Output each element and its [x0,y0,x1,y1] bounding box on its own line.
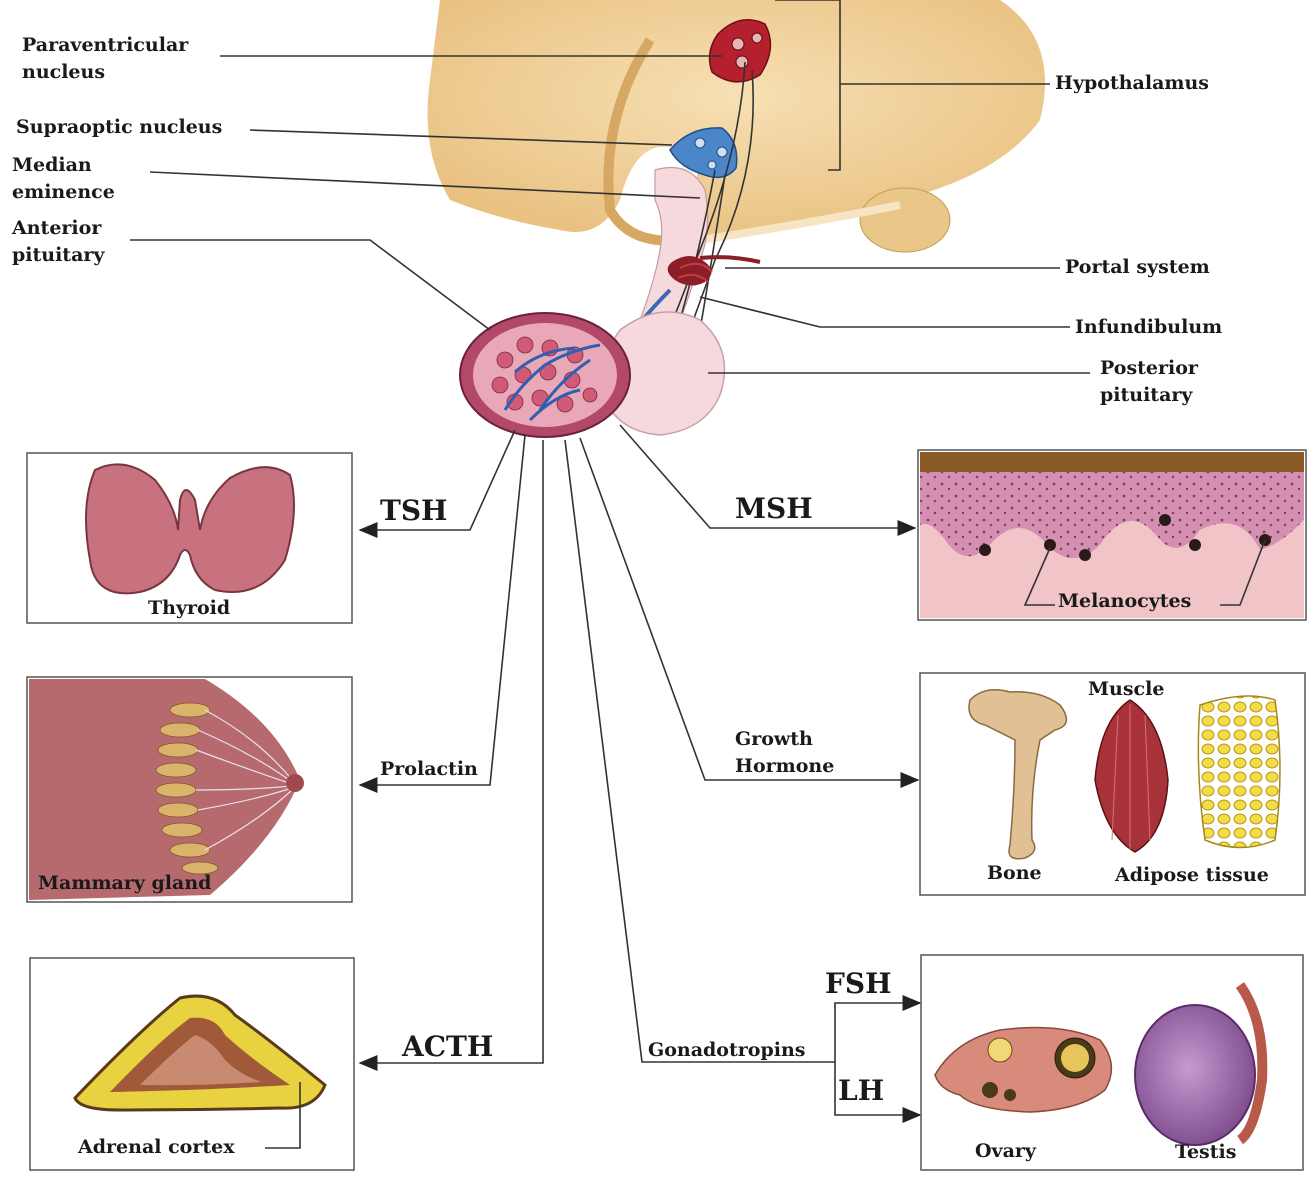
target-thyroid: Thyroid [148,597,230,619]
adipose-image [1198,696,1280,848]
hormone-prolactin: Prolactin [380,758,478,780]
target-bone: Bone [987,862,1042,884]
hormone-msh: MSH [735,492,813,525]
label-posterior-2: pituitary [1100,384,1193,406]
label-infundibulum: Infundibulum [1075,316,1222,338]
hormone-growth-1: Growth [735,728,813,750]
mammary-panel: Mammary gland [27,677,352,902]
label-median-2: eminence [12,181,115,203]
target-adipose: Adipose tissue [1114,864,1269,886]
target-adrenal: Adrenal cortex [77,1136,235,1158]
target-melanocytes: Melanocytes [1058,590,1191,612]
label-paraventricular-2: nucleus [22,61,105,83]
target-testis: Testis [1175,1141,1236,1163]
label-supraoptic: Supraoptic nucleus [16,116,222,138]
hormone-fsh: FSH [825,967,892,1000]
label-median-1: Median [12,154,92,176]
skin-panel: Melanocytes [918,450,1306,620]
target-mammary: Mammary gland [38,872,211,894]
testis-image [1135,1005,1255,1145]
target-muscle: Muscle [1088,678,1164,700]
hormone-growth-2: Hormone [735,755,834,777]
hormone-lh: LH [838,1074,884,1107]
target-ovary: Ovary [975,1140,1037,1162]
label-anterior-1: Anterior [11,217,102,239]
label-hypothalamus: Hypothalamus [1055,72,1209,94]
adrenal-panel: Adrenal cortex [30,958,354,1170]
label-portal-system: Portal system [1065,256,1210,278]
gonads-panel: Ovary Testis [921,955,1303,1170]
hormone-gonadotropins: Gonadotropins [648,1039,805,1061]
label-paraventricular-1: Paraventricular [22,34,189,56]
growth-targets-panel: Muscle Bone Adipose tissue [920,673,1305,895]
label-posterior-1: Posterior [1100,357,1199,379]
hormone-tsh: TSH [380,494,448,527]
anterior-pituitary [460,313,630,437]
thyroid-panel: Thyroid [27,453,352,623]
label-anterior-2: pituitary [12,244,105,266]
hormone-acth: ACTH [401,1030,493,1063]
